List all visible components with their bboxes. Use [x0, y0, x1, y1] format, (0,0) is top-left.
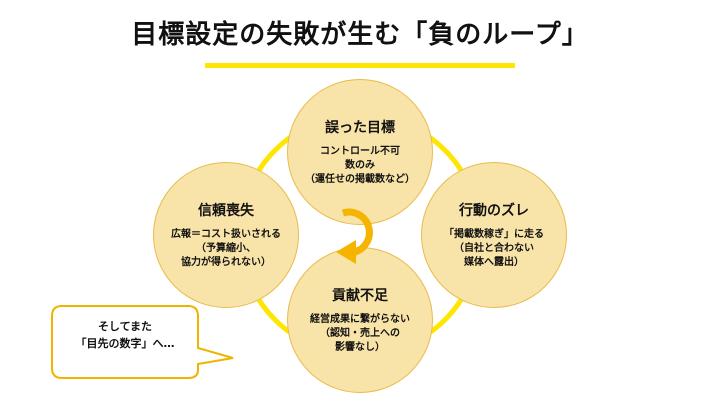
node-detail: 「掲載数稼ぎ」に走る （自社と合わない 媒体へ露出）: [444, 229, 544, 268]
node-heading: 行動のズレ: [459, 203, 529, 219]
node-action-gap: 行動のズレ 「掲載数稼ぎ」に走る （自社と合わない 媒体へ露出）: [421, 162, 567, 308]
node-heading: 誤った目標: [325, 120, 395, 136]
callout-text: そしてまた 「目先の数字」へ…: [75, 320, 175, 350]
node-wrong-goal: 誤った目標 コントロール不可 数のみ （運任せの掲載数など）: [287, 79, 433, 225]
node-detail: 広報＝コスト扱いされる （予算縮小、 協力が得られない）: [171, 229, 281, 268]
slide-title: 目標設定の失敗が生む「負のループ」: [131, 20, 589, 50]
callout-bubble: [51, 305, 234, 379]
node-heading: 信頼喪失: [198, 203, 254, 219]
node-detail: コントロール不可 数のみ （運任せの掲載数など）: [305, 146, 415, 185]
title-underline: [205, 63, 515, 68]
node-trust-loss: 信頼喪失 広報＝コスト扱いされる （予算縮小、 協力が得られない）: [153, 162, 299, 308]
node-heading: 貢献不足: [332, 288, 388, 304]
node-detail: 経営成果に繋がらない （認知・売上への 影響なし）: [310, 314, 410, 353]
